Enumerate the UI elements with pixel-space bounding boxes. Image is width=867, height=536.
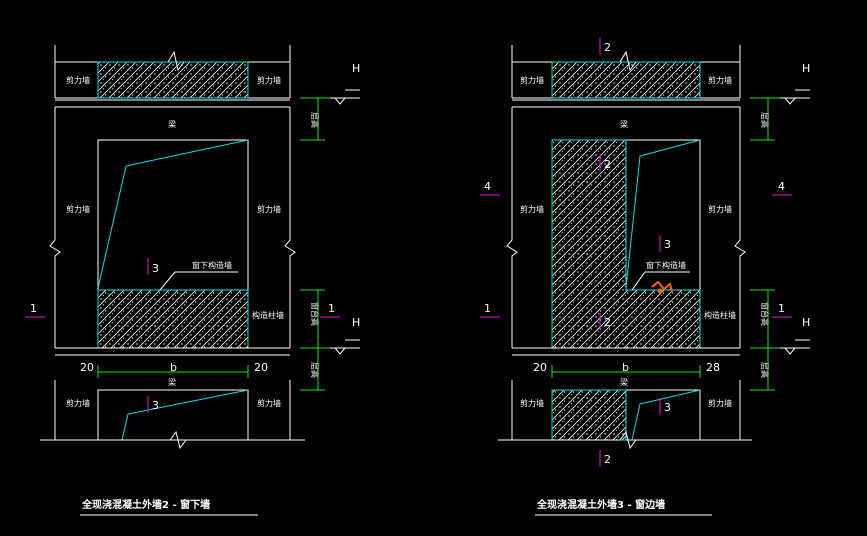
section-number: 1: [328, 302, 335, 315]
floor-height-tag: 层高: [310, 112, 320, 128]
sill-height-tag: 窗台高: [760, 302, 770, 326]
section-number: 3: [664, 238, 671, 251]
elevation-h: H: [802, 316, 810, 329]
shear-wall-label: 剪力墙: [708, 75, 732, 85]
shear-wall-label: 剪力墙: [257, 75, 281, 85]
dim-text: 20: [533, 361, 547, 374]
elevation-h: H: [352, 62, 360, 75]
shear-wall-label: 剪力墙: [520, 204, 544, 214]
section-number: 4: [778, 180, 785, 193]
section-number: 1: [778, 302, 785, 315]
drawing-title-right: 全现浇混凝土外墙3 - 窗边墙: [536, 498, 665, 511]
section-number: 2: [604, 453, 611, 466]
section-number: 2: [604, 316, 611, 329]
shear-wall-label: 剪力墙: [257, 204, 281, 214]
selection-marker-icon: [651, 280, 673, 294]
under-window-wall-label: 窗下构造墙: [646, 260, 686, 270]
section-number: 1: [30, 302, 37, 315]
dim-text: b: [622, 361, 629, 374]
beam-label: 梁: [620, 378, 628, 387]
top-hatch-left: [97, 61, 249, 99]
beam-label: 梁: [168, 120, 176, 129]
shear-wall-label: 剪力墙: [66, 398, 90, 408]
section-number: 3: [152, 399, 159, 412]
drawing-title-left: 全现浇混凝土外墙2 - 窗下墙: [81, 498, 210, 511]
shear-wall-label: 剪力墙: [66, 204, 90, 214]
drawing-window-sill-wall: [25, 45, 360, 516]
floor-height-tag: 层高: [310, 362, 320, 378]
drawing-window-side-wall: [480, 38, 810, 516]
dim-text: b: [170, 361, 177, 374]
section-number: 2: [604, 158, 611, 171]
elevation-h: H: [802, 62, 810, 75]
section-number: 3: [664, 401, 671, 414]
shear-wall-label: 剪力墙: [66, 75, 90, 85]
sill-height-tag: 窗台高: [310, 302, 320, 326]
shear-wall-label: 剪力墙: [520, 75, 544, 85]
dim-text: 20: [80, 361, 94, 374]
dim-text: 28: [706, 361, 720, 374]
construction-column-label: 构造柱墙: [252, 310, 284, 320]
elevation-h: H: [352, 316, 360, 329]
floor-height-tag: 层高: [760, 112, 770, 128]
section-number: 1: [484, 302, 491, 315]
beam-label: 梁: [168, 378, 176, 387]
shear-wall-label: 剪力墙: [257, 398, 281, 408]
section-number: 4: [484, 180, 491, 193]
dim-text: 20: [254, 361, 268, 374]
floor-height-tag: 层高: [760, 362, 770, 378]
shear-wall-label: 剪力墙: [708, 398, 732, 408]
shear-wall-label: 剪力墙: [520, 398, 544, 408]
shear-wall-label: 剪力墙: [708, 204, 732, 214]
under-window-wall-label: 窗下构造墙: [192, 260, 232, 270]
section-number: 3: [152, 262, 159, 275]
beam-label: 梁: [620, 120, 628, 129]
construction-column-label: 构造柱墙: [704, 310, 736, 320]
under-window-hatch-left: [97, 289, 249, 349]
section-number: 2: [604, 41, 611, 54]
